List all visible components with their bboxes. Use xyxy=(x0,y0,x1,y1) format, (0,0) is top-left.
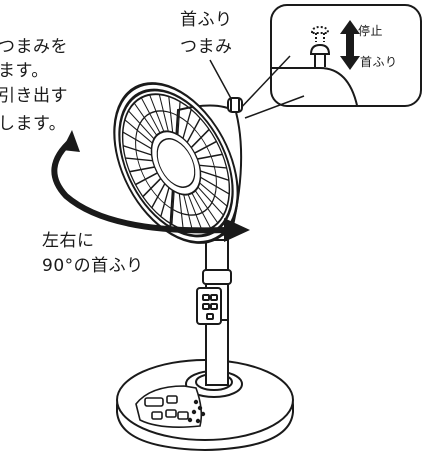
rotation-label-line-1: 左右に xyxy=(42,231,95,251)
fan-guard xyxy=(113,82,239,244)
rotation-label-line-2: 90°の首ふり xyxy=(42,256,144,276)
instruction-line-1: つまみを xyxy=(0,37,68,57)
remote-holder xyxy=(196,287,222,325)
instruction-line-2: ます。 xyxy=(0,61,49,81)
instruction-line-3: 引き出す xyxy=(0,86,68,106)
inset-oscillate-label: 首ふり xyxy=(360,55,398,69)
knob-icon xyxy=(309,25,331,67)
base-control-panel xyxy=(135,385,206,428)
leader-lines xyxy=(209,55,305,119)
up-down-arrow-icon xyxy=(340,20,360,70)
knob-label-line-1: 首ふり xyxy=(180,10,233,30)
inset-stop-label: 停止 xyxy=(358,24,384,38)
instruction-line-4: します。 xyxy=(0,114,67,134)
knob-detail-inset xyxy=(270,4,422,107)
knob-label-line-2: つまみ xyxy=(180,37,233,57)
rotation-arrow-icon xyxy=(51,130,250,242)
